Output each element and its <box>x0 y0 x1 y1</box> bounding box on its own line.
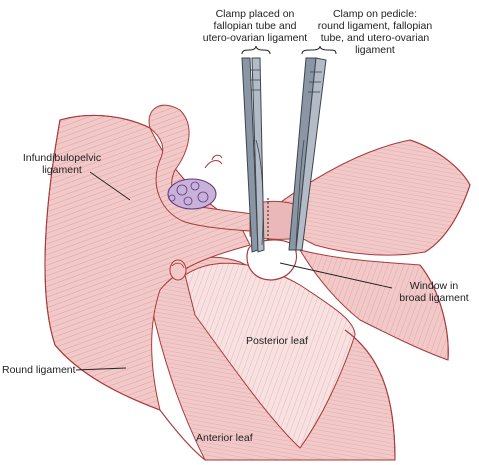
round-ligament-stump <box>169 259 187 281</box>
label-clamp-pedicle: Clamp on pedicle: round ligament, fallop… <box>317 8 433 56</box>
label-clamp-tube: Clamp placed on fallopian tube and utero… <box>202 8 308 44</box>
label-infundibulopelvic-ligament: Infundibulopelvic ligament <box>22 152 102 176</box>
ovary <box>167 178 217 210</box>
label-braces <box>241 45 337 55</box>
label-anterior-leaf: Anterior leaf <box>196 432 253 444</box>
clamp-pedicle <box>288 57 327 251</box>
tissue-outlines <box>44 114 471 461</box>
label-round-ligament: Round ligament <box>2 364 76 376</box>
right-peritoneum <box>269 139 471 361</box>
clamp-tube <box>241 57 265 253</box>
label-window-broad-ligament: Window in broad ligament <box>399 280 469 304</box>
leader-lines <box>75 171 393 371</box>
posterior-leaf <box>184 262 356 449</box>
label-posterior-leaf: Posterior leaf <box>246 335 308 347</box>
